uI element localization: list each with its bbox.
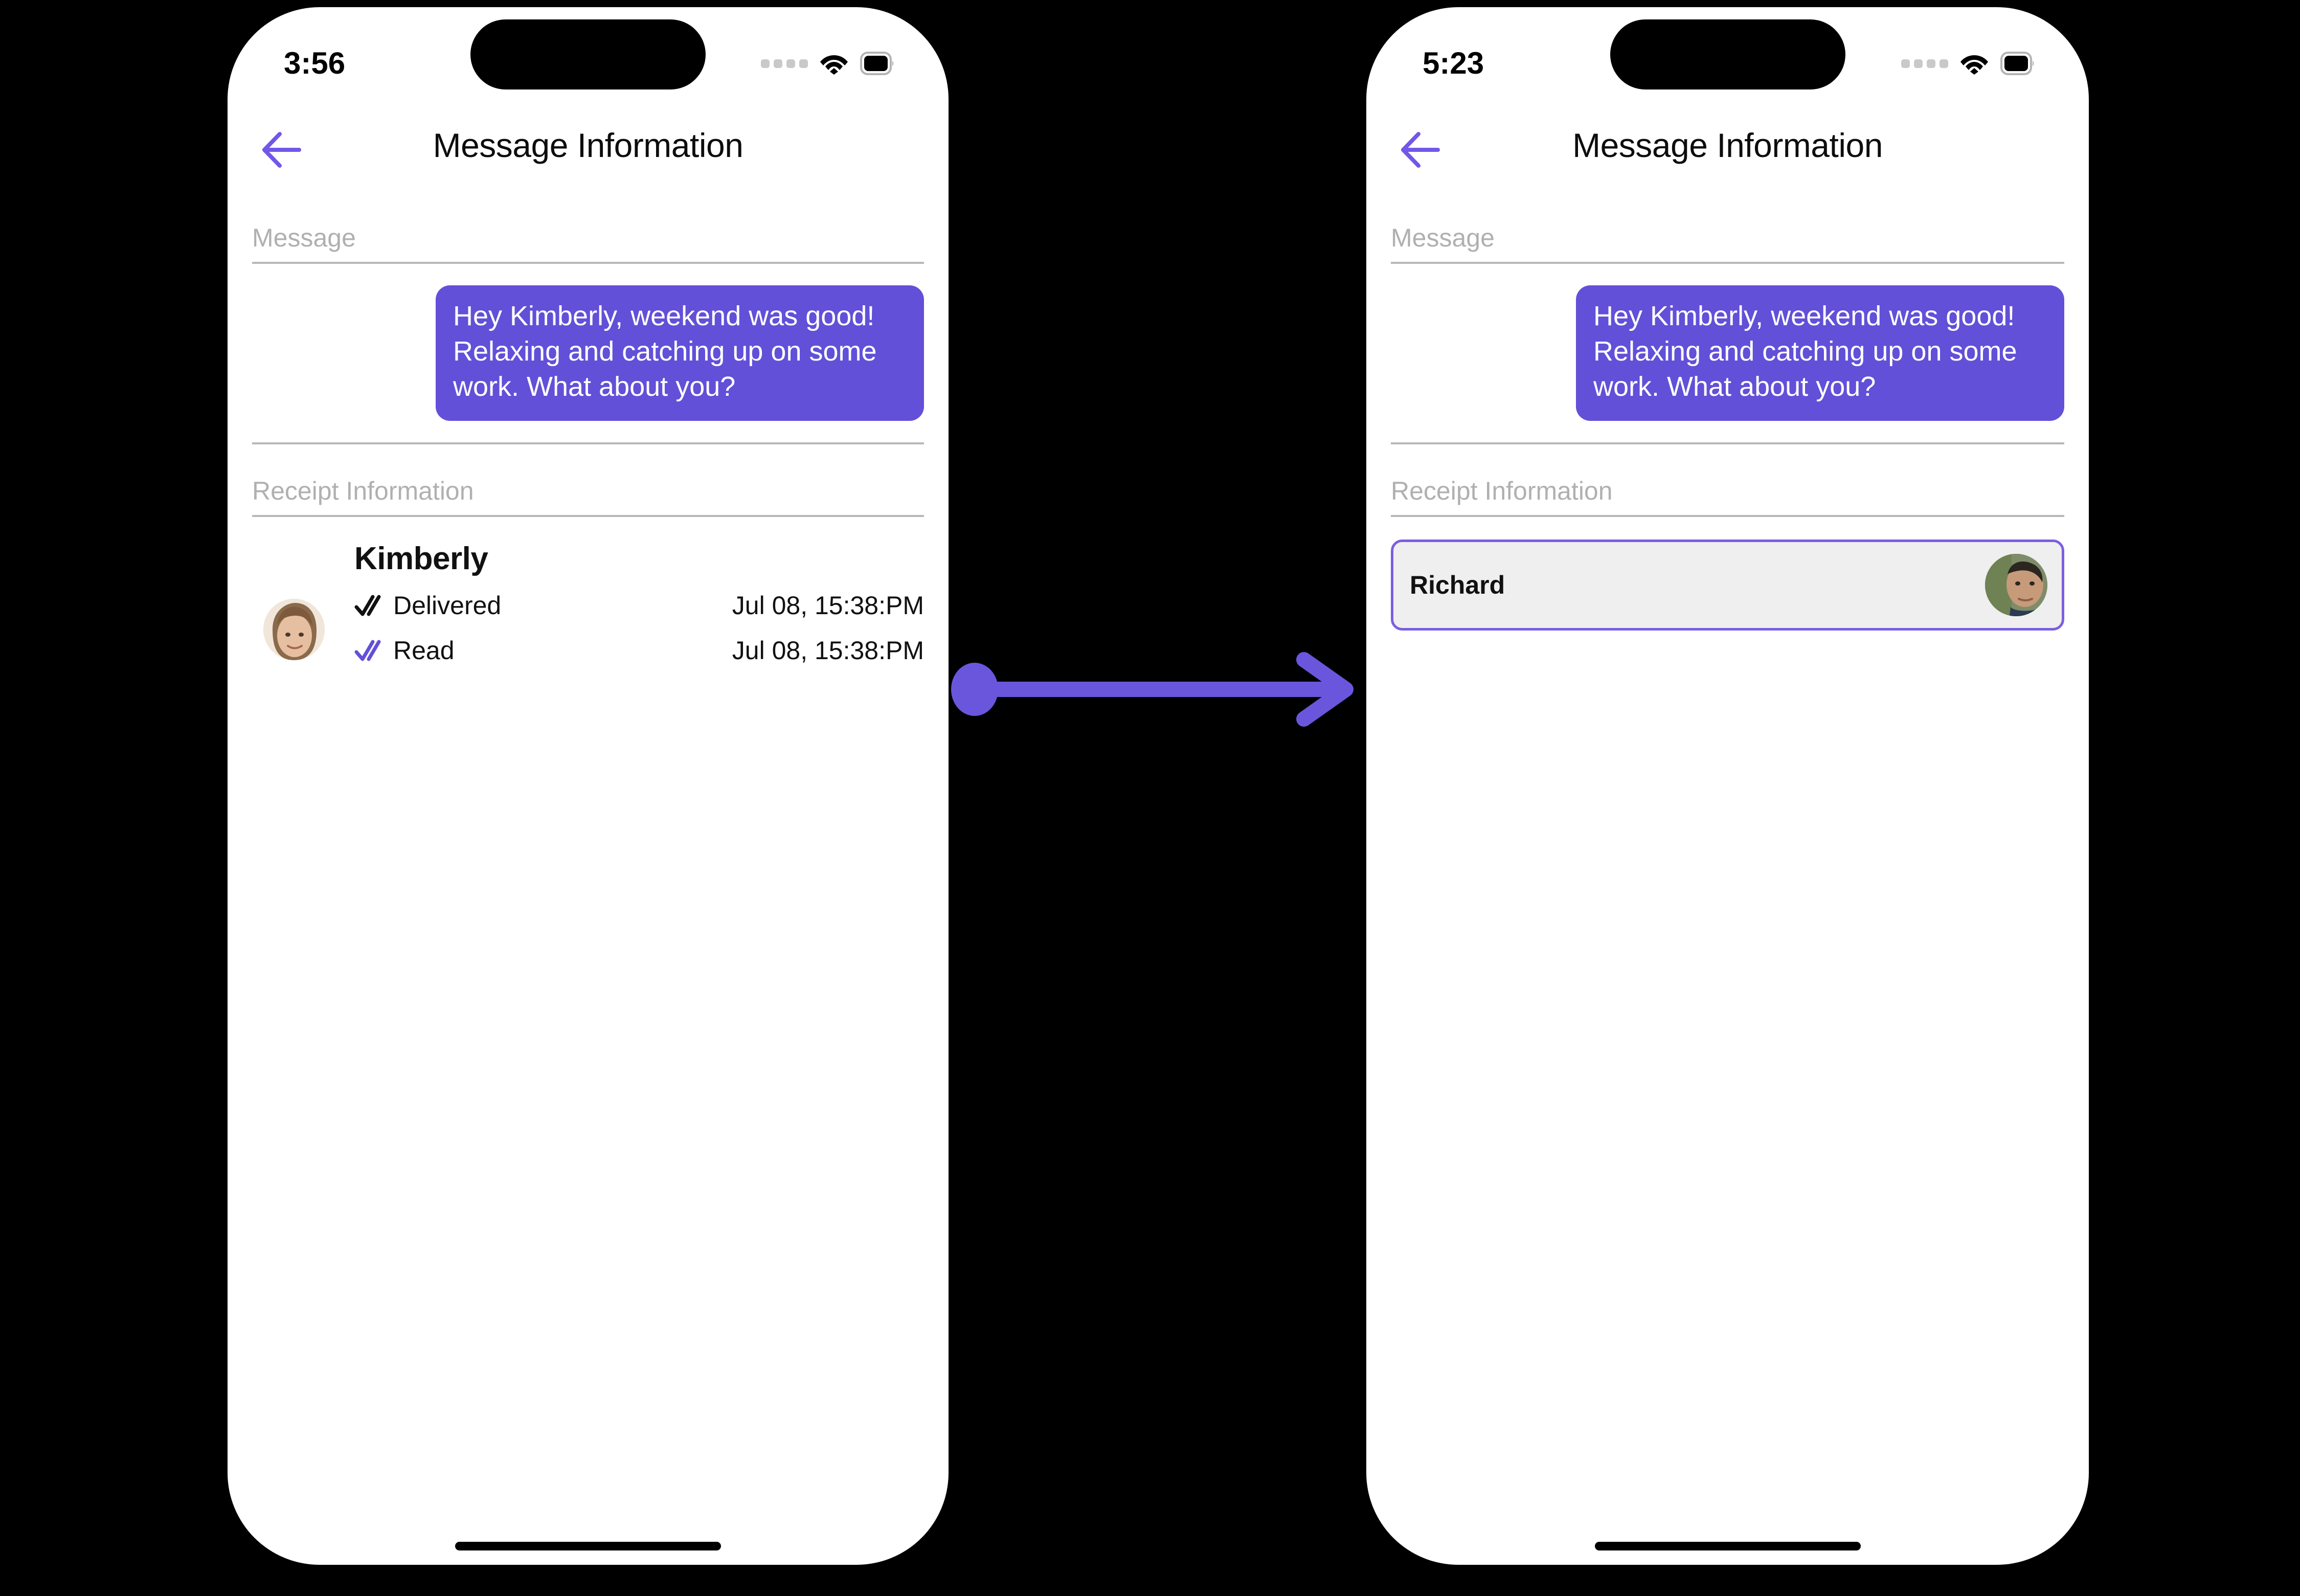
signal-dots-icon [761,59,808,68]
navigation-bar: Message Information [1366,121,2089,182]
message-bubble-row: Hey Kimberly, weekend was good! Relaxing… [1391,264,2064,442]
status-indicators [1901,52,2035,75]
receipt-row-delivered: Delivered Jul 08, 15:38:PM [354,583,924,628]
contact-card-richard[interactable]: Richard [1391,540,2064,631]
avatar-richard [1985,554,2047,617]
phone-screen-after: 5:23 Message Information [1366,7,2089,1565]
message-bubble[interactable]: Hey Kimberly, weekend was good! Relaxing… [436,285,924,421]
section-label-receipt: Receipt Information [1391,477,1613,506]
back-arrow-icon[interactable] [259,130,305,170]
dynamic-island [470,19,706,89]
message-bubble[interactable]: Hey Kimberly, weekend was good! Relaxing… [1576,285,2064,421]
receipt-contact-name: Kimberly [354,541,488,577]
message-bubble-row: Hey Kimberly, weekend was good! Relaxing… [252,264,924,442]
section-divider [1391,442,2064,445]
section-divider [252,442,924,445]
receipt-timestamp: Jul 08, 15:38:PM [732,636,924,665]
status-indicators [761,52,895,75]
phone-screen-before: 3:56 Message Information [228,7,949,1565]
dynamic-island [1610,19,1845,89]
arrow-right-icon [1296,652,1354,727]
status-bar: 5:23 [1366,7,2089,104]
section-divider [252,515,924,518]
status-time: 5:23 [1423,46,1484,80]
section-divider [1391,262,2064,264]
double-check-icon [354,640,381,661]
section-label-receipt: Receipt Information [252,477,474,506]
flow-connector [951,652,1354,727]
receipt-status-label: Delivered [393,591,502,620]
page-title: Message Information [433,126,743,164]
status-bar: 3:56 [228,7,949,104]
screen-content: Message Hey Kimberly, weekend was good! … [1366,191,2089,1565]
battery-full-icon [860,52,894,75]
screen-content: Message Hey Kimberly, weekend was good! … [228,191,949,1565]
receipt-row-read: Read Jul 08, 15:38:PM [354,628,924,673]
receipt-timestamp: Jul 08, 15:38:PM [732,591,924,620]
double-check-icon [354,595,381,616]
wifi-icon [820,55,848,75]
home-indicator[interactable] [1594,1542,1861,1550]
page-title: Message Information [1572,126,1883,164]
avatar-kimberly [263,599,325,661]
receipt-block: Kimberly [252,517,924,673]
wifi-icon [1960,55,1988,75]
navigation-bar: Message Information [228,121,949,182]
signal-dots-icon [1901,59,1948,68]
battery-full-icon [2000,52,2034,75]
back-arrow-icon[interactable] [1398,130,1444,170]
connector-start-dot [951,663,998,716]
home-indicator[interactable] [455,1542,721,1550]
receipt-rows: Delivered Jul 08, 15:38:PM Read Jul 08, … [354,583,924,673]
section-divider [252,262,924,264]
avatar [1985,554,2047,617]
avatar [263,599,325,661]
section-divider [1391,515,2064,518]
receipt-status-label: Read [393,636,455,665]
section-label-message: Message [1391,223,1495,252]
contact-name: Richard [1410,571,1505,600]
status-time: 3:56 [284,46,346,80]
section-label-message: Message [252,223,356,252]
